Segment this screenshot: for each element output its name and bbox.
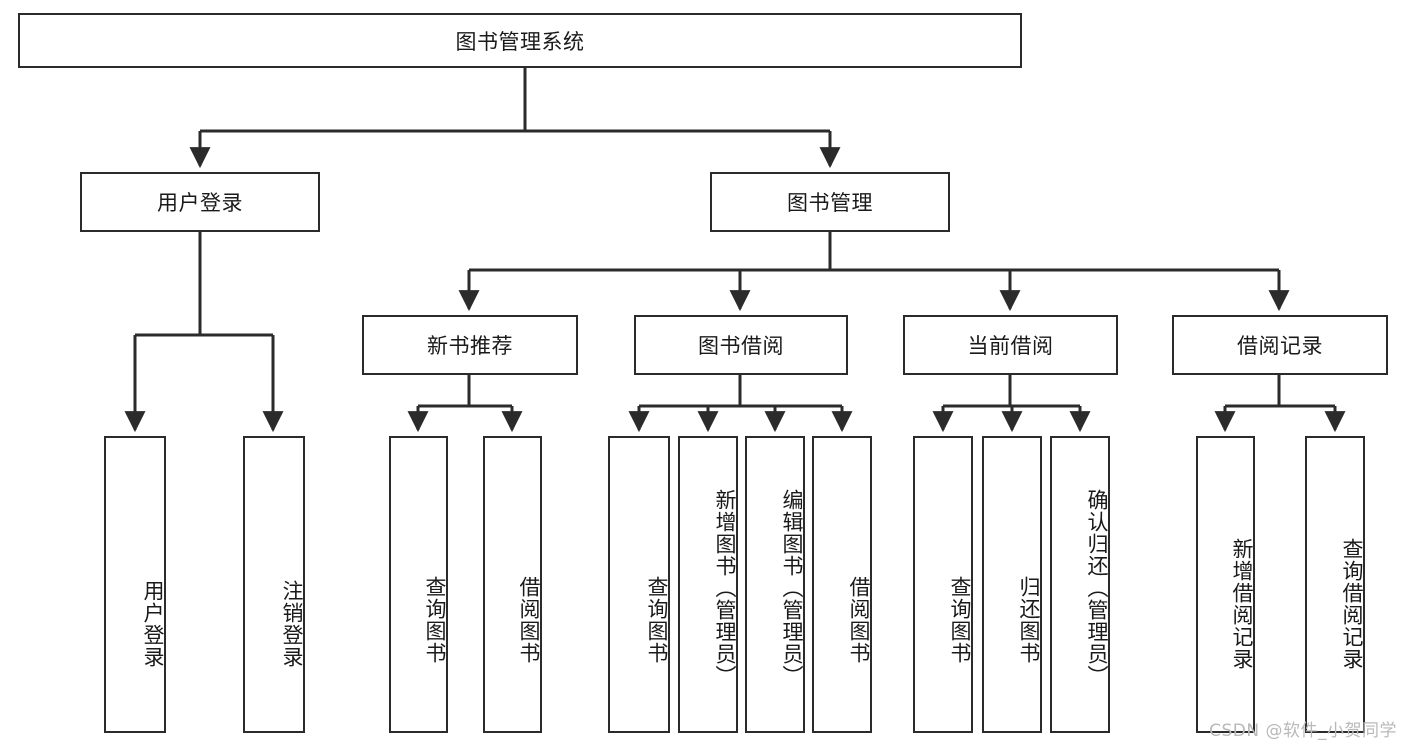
node-leaf-borrow-book-rec-label: 借阅图书 (517, 575, 541, 664)
node-leaf-add-borrow-record-label: 新增借阅记录 (1230, 537, 1254, 670)
node-current-borrow[interactable]: 当前借阅 (903, 315, 1118, 375)
node-leaf-logout-label: 注销登录 (280, 579, 304, 668)
node-leaf-logout[interactable]: 注销登录 (243, 436, 305, 733)
node-leaf-confirm-return-admin[interactable]: 确认归还（管理员） (1050, 436, 1110, 733)
node-leaf-query-book-current[interactable]: 查询图书 (913, 436, 973, 733)
node-new-book-recommend-label: 新书推荐 (427, 334, 513, 358)
watermark: CSDN @软件_小贺同学 (1209, 721, 1397, 741)
node-leaf-query-book-borrow[interactable]: 查询图书 (608, 436, 670, 733)
node-leaf-add-book-admin[interactable]: 新增图书（管理员） (678, 436, 738, 733)
node-leaf-query-borrow-record[interactable]: 查询借阅记录 (1305, 436, 1365, 733)
node-borrow-records-label: 借阅记录 (1237, 334, 1323, 358)
node-book-borrow[interactable]: 图书借阅 (634, 315, 848, 375)
node-borrow-records[interactable]: 借阅记录 (1172, 315, 1388, 375)
node-leaf-query-book-rec[interactable]: 查询图书 (389, 436, 448, 733)
node-book-borrow-label: 图书借阅 (698, 334, 784, 358)
node-new-book-recommend[interactable]: 新书推荐 (362, 315, 578, 375)
node-current-borrow-label: 当前借阅 (967, 334, 1054, 358)
node-leaf-user-login-label: 用户登录 (141, 579, 165, 668)
node-leaf-user-login[interactable]: 用户登录 (104, 436, 166, 733)
node-leaf-return-book[interactable]: 归还图书 (982, 436, 1042, 733)
node-book-management-label: 图书管理 (787, 191, 873, 215)
node-user-login-label: 用户登录 (157, 191, 243, 215)
node-leaf-query-book-current-label: 查询图书 (948, 575, 972, 664)
node-leaf-query-borrow-record-label: 查询借阅记录 (1340, 537, 1364, 670)
node-user-login[interactable]: 用户登录 (80, 172, 320, 232)
node-root[interactable]: 图书管理系统 (18, 13, 1022, 68)
node-leaf-edit-book-admin-label: 编辑图书（管理员） (780, 488, 804, 687)
node-root-label: 图书管理系统 (455, 29, 585, 54)
node-leaf-query-book-rec-label: 查询图书 (423, 575, 447, 664)
node-leaf-borrow-book-label: 借阅图书 (847, 575, 871, 664)
node-leaf-return-book-label: 归还图书 (1017, 575, 1041, 664)
node-leaf-borrow-book-rec[interactable]: 借阅图书 (483, 436, 542, 733)
node-leaf-add-borrow-record[interactable]: 新增借阅记录 (1196, 436, 1255, 733)
node-leaf-add-book-admin-label: 新增图书（管理员） (713, 488, 737, 687)
node-leaf-borrow-book[interactable]: 借阅图书 (812, 436, 872, 733)
node-leaf-edit-book-admin[interactable]: 编辑图书（管理员） (745, 436, 805, 733)
node-leaf-query-book-borrow-label: 查询图书 (645, 575, 669, 664)
node-leaf-confirm-return-admin-label: 确认归还（管理员） (1085, 488, 1109, 687)
node-book-management[interactable]: 图书管理 (710, 172, 950, 232)
